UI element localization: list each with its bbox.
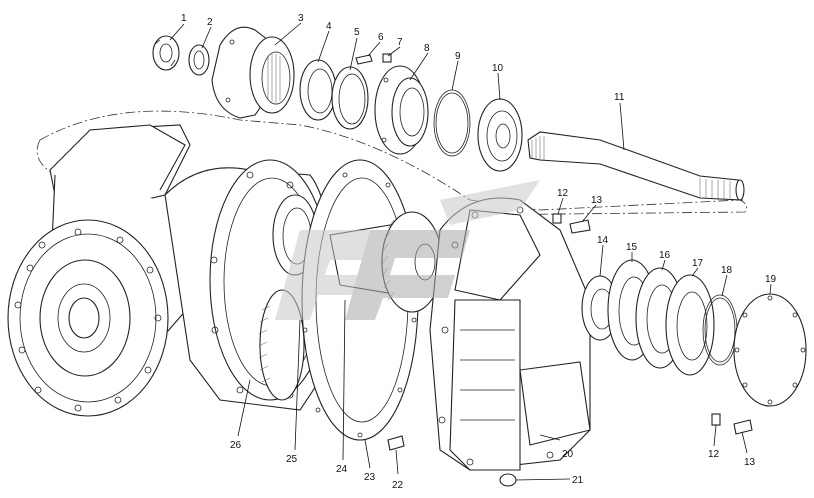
callout-8: 8: [424, 43, 430, 54]
part-8-cover: [374, 65, 429, 155]
callout-3: 3: [298, 13, 304, 24]
callout-9: 9: [455, 51, 461, 62]
callout-15: 15: [626, 242, 638, 253]
part-7-pin: [382, 53, 392, 63]
callout-13-upper: 13: [591, 195, 603, 206]
callout-labels: 1 2 3 4 5 6 7 8 9 10 11 12 13 14 15 16 1…: [181, 13, 777, 491]
callout-12-lower: 12: [708, 449, 720, 460]
callout-5: 5: [354, 27, 360, 38]
part-12-washer-upper: [552, 213, 562, 224]
callout-16: 16: [659, 250, 671, 261]
part-6-bolt: [355, 54, 373, 65]
callout-13-lower: 13: [744, 457, 756, 468]
part-11-shaft: [527, 131, 745, 201]
part-5-ring: [331, 66, 369, 130]
part-2-washer: [188, 44, 210, 76]
callout-23: 23: [364, 472, 376, 483]
callout-19: 19: [765, 274, 777, 285]
part-4-seal: [299, 59, 337, 121]
callout-11: 11: [614, 92, 625, 103]
part-13-bolt-lower: [733, 419, 753, 435]
part-9-o-ring: [433, 89, 471, 157]
callout-18: 18: [721, 265, 733, 276]
callout-14: 14: [597, 235, 609, 246]
callout-2: 2: [207, 17, 213, 28]
callout-10: 10: [492, 63, 504, 74]
part-13-bolt-upper: [569, 219, 591, 234]
leader-lines: [169, 22, 772, 481]
callout-26: 26: [230, 440, 242, 451]
callout-25: 25: [286, 454, 298, 465]
callout-7: 7: [397, 37, 403, 48]
part-17-shim: [665, 274, 715, 376]
callout-6: 6: [378, 32, 384, 43]
callout-17: 17: [692, 258, 704, 269]
callout-4: 4: [326, 21, 332, 32]
part-3-flange: [211, 26, 295, 119]
part-1-nut: [152, 35, 180, 71]
callout-24: 24: [336, 464, 348, 475]
part-19-cover-plate: [733, 293, 807, 407]
callout-12-upper: 12: [557, 188, 569, 199]
part-22-pin: [387, 435, 405, 451]
callout-1: 1: [181, 13, 187, 24]
callout-21: 21: [572, 475, 584, 486]
part-20-rear-cover: [429, 197, 591, 471]
watermark-logo: [275, 180, 540, 320]
part-12-washer-lower: [711, 413, 721, 426]
callout-20: 20: [562, 449, 574, 460]
part-21-plug: [499, 473, 517, 487]
callout-22: 22: [392, 480, 404, 491]
part-10-bearing: [477, 98, 523, 172]
